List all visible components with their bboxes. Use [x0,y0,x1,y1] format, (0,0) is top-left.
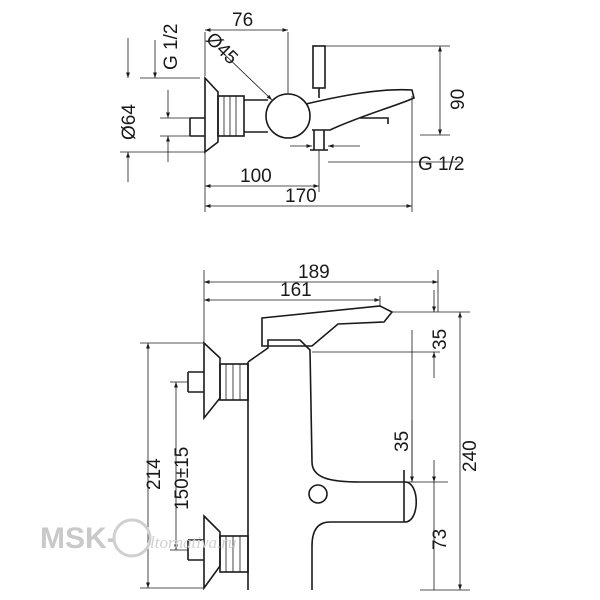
dim-214: 214 [144,458,165,490]
top-view: 76 Ø45 G 1/2 Ø64 90 G 1/2 100 [119,10,469,212]
dim-150: 150±15 [172,447,193,510]
spout [305,88,415,131]
dim-240: 240 [460,440,481,472]
dim-189: 189 [298,262,330,283]
outlet [310,130,328,151]
upper-nut [219,363,249,401]
dim-d64: Ø64 [119,104,140,140]
diverter-knob [308,484,328,504]
dim-90: 90 [448,89,469,110]
dim-g-right: G 1/2 [418,154,464,175]
dim-76: 76 [232,10,253,31]
dim-170: 170 [285,186,317,207]
dim-35-top: 35 [430,329,451,350]
watermark-tail: ltornativa.ru [150,533,236,552]
dim-161: 161 [280,280,312,301]
dim-d45: Ø45 [201,29,241,69]
mixer-body [244,99,268,133]
lower-flange [203,514,221,591]
front-view: 189 161 35 240 35 73 214 150±15 [140,262,481,591]
watermark: MSK- ltornativa.ru [40,518,236,558]
upper-flange [203,341,221,421]
dim-100: 100 [240,166,272,187]
inlet-pipe [189,117,205,137]
handle-knob [265,93,311,139]
watermark-at-icon [112,518,152,558]
spout [261,305,394,347]
nut [217,95,245,137]
dim-g-top: G 1/2 [161,24,182,70]
mixer-body [247,339,417,590]
watermark-brand: MSK- [40,522,117,555]
dim-35-mid: 35 [392,431,413,452]
wall-flange [204,75,219,154]
dim-73: 73 [430,529,451,550]
diverter-rod [312,45,326,89]
